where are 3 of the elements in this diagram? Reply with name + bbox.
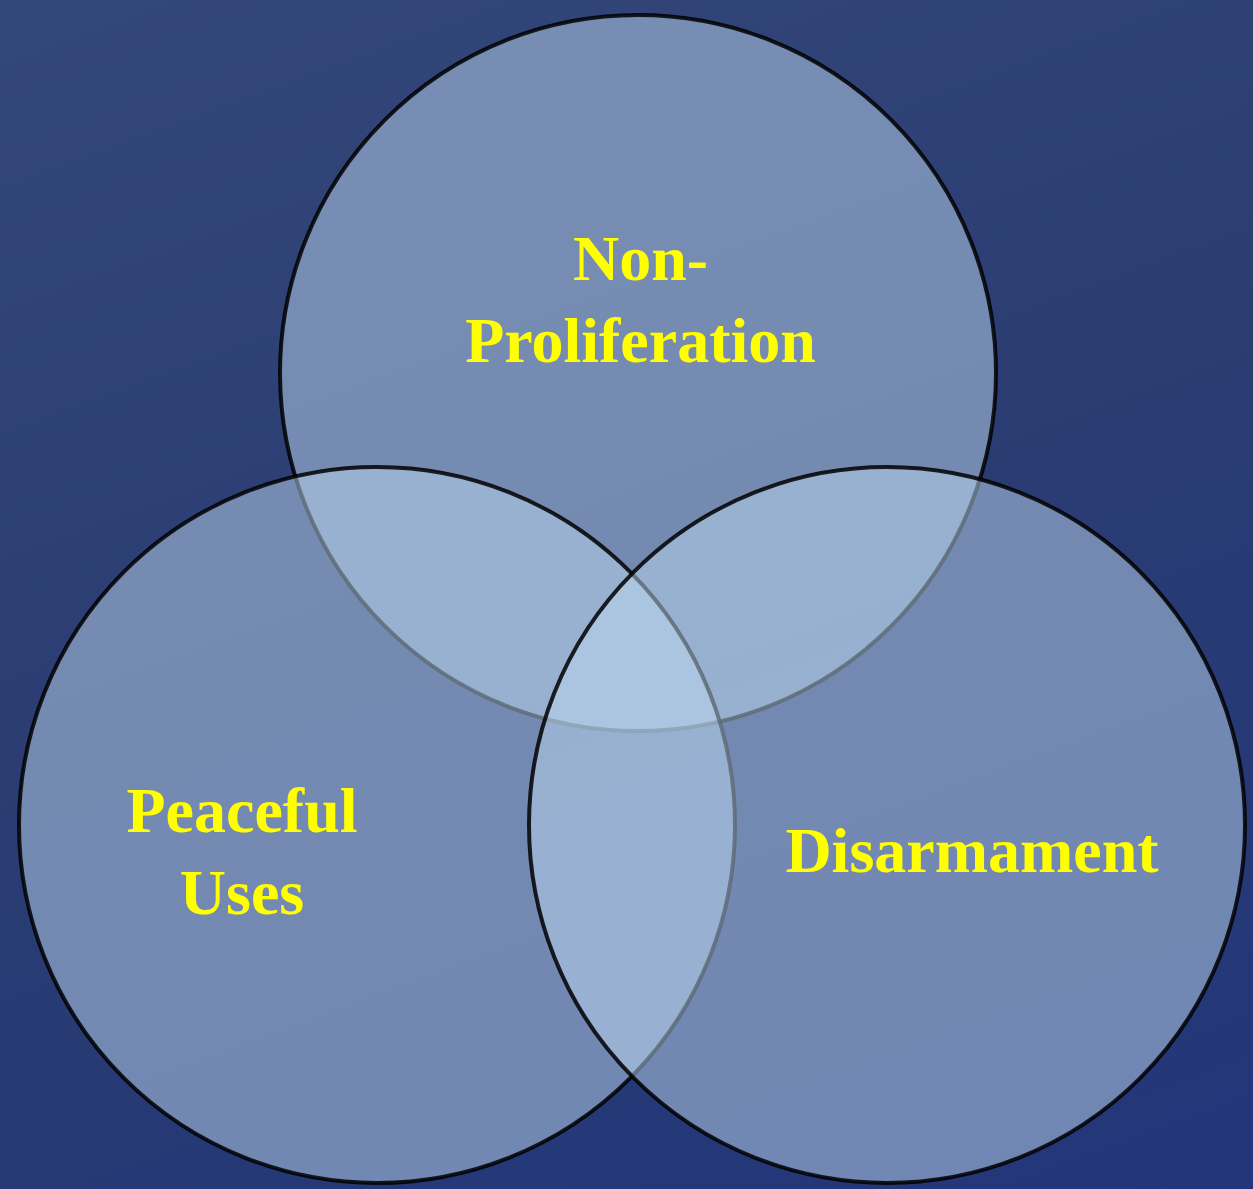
- circle-label: Disarmament: [784, 814, 1160, 888]
- circle-label: Peaceful Uses: [125, 774, 359, 930]
- circle-label: Non- Proliferation: [464, 222, 817, 378]
